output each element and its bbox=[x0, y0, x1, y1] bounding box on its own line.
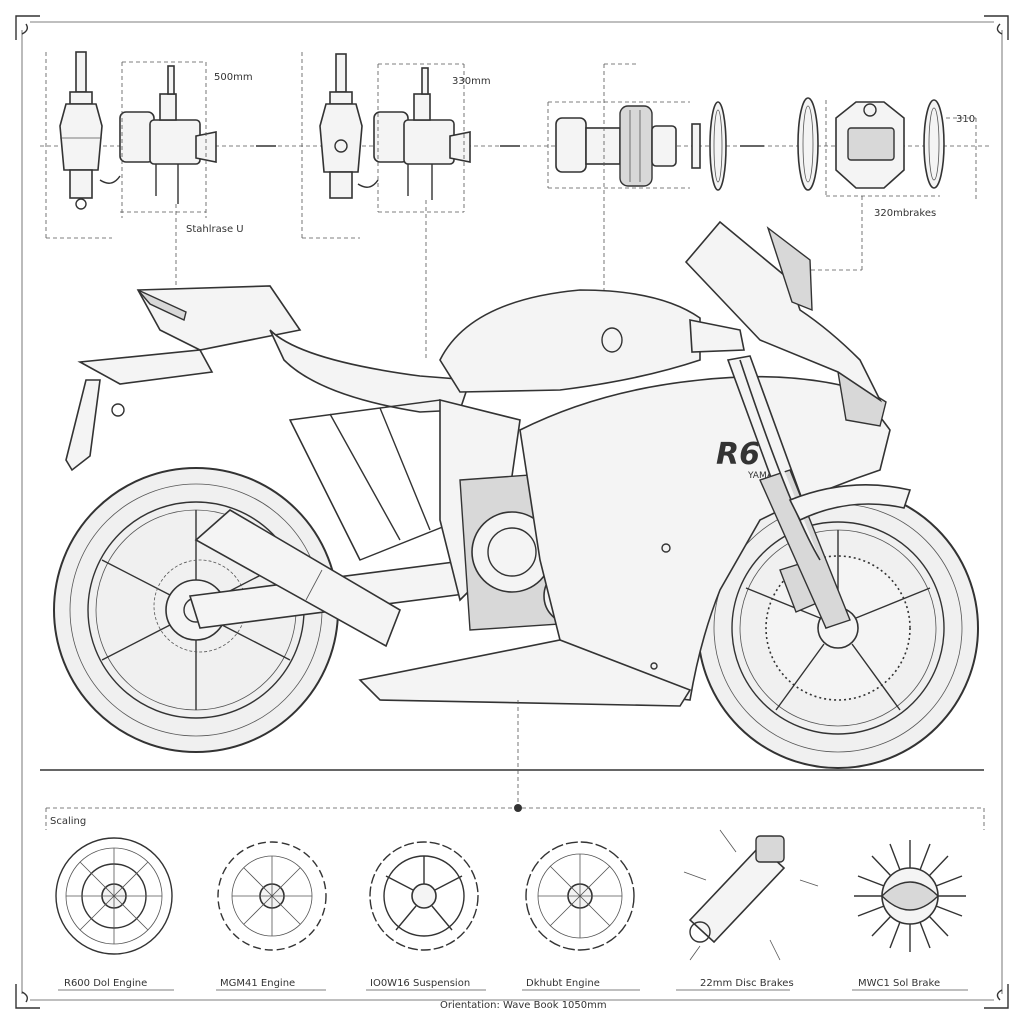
fairing-badge-sub: YAMAHA bbox=[747, 471, 787, 481]
motorcycle-illustration: R6 YAMAHA bbox=[40, 220, 984, 771]
front-fender bbox=[788, 484, 912, 522]
top-sub-label-1: Stahlrase U bbox=[186, 224, 244, 235]
top-dim-500: 500mm bbox=[214, 72, 253, 83]
part-brake-drawing bbox=[854, 840, 966, 952]
top-sub-label-2: 320mbrakes bbox=[874, 208, 936, 219]
part-suspension-drawing bbox=[369, 841, 479, 951]
part-label-6: MWC1 Sol Brake bbox=[858, 978, 940, 989]
part-label-5: 22mm Disc Brakes bbox=[700, 978, 794, 989]
top-dim-310: 310 bbox=[956, 114, 975, 125]
front-fairing: R6 YAMAHA bbox=[358, 220, 891, 707]
top-dimension-1: 500mm Stahlrase U bbox=[45, 52, 253, 290]
sheet-border bbox=[15, 15, 1009, 1009]
top-dimension-4: 310 320mbrakes bbox=[790, 100, 977, 271]
part-label-3: IO0W16 Suspension bbox=[370, 978, 470, 989]
footer-caption: Orientation: Wave Book 1050mm bbox=[440, 1000, 607, 1011]
top-exploded-parts: 500mm Stahlrase U 330 bbox=[40, 51, 990, 360]
part-label-4: Dkhubt Engine bbox=[526, 978, 600, 989]
top-part-carb-2 bbox=[357, 67, 471, 200]
bottom-section-label: Scaling bbox=[50, 816, 86, 827]
part-engine-3-drawing bbox=[525, 841, 635, 951]
top-dim-330: 330mm bbox=[452, 76, 491, 87]
tail-section bbox=[65, 285, 302, 472]
part-engine-2-drawing bbox=[217, 841, 327, 951]
fairing-badge: R6 bbox=[716, 437, 760, 472]
part-engine-1-drawing bbox=[55, 837, 173, 955]
part-label-2: MGM41 Engine bbox=[220, 978, 295, 989]
top-part-gearbox bbox=[555, 101, 727, 191]
part-labels: R600 Dol Engine MGM41 Engine IO0W16 Susp… bbox=[58, 978, 968, 991]
fuel-tank bbox=[439, 289, 701, 393]
top-part-carb-1 bbox=[99, 65, 217, 204]
top-dimension-2: 330mm bbox=[301, 52, 491, 360]
bottom-parts-row: Scaling bbox=[45, 700, 985, 1011]
top-part-shock-1 bbox=[59, 51, 103, 210]
front-wheel bbox=[697, 487, 979, 769]
top-part-shock-2 bbox=[319, 53, 363, 199]
part-label-1: R600 Dol Engine bbox=[64, 978, 147, 989]
exhaust-pipe bbox=[194, 509, 401, 648]
part-disc-brakes-drawing bbox=[683, 829, 819, 961]
top-dimension-3 bbox=[547, 63, 690, 310]
top-part-brake-caliper bbox=[797, 97, 945, 191]
